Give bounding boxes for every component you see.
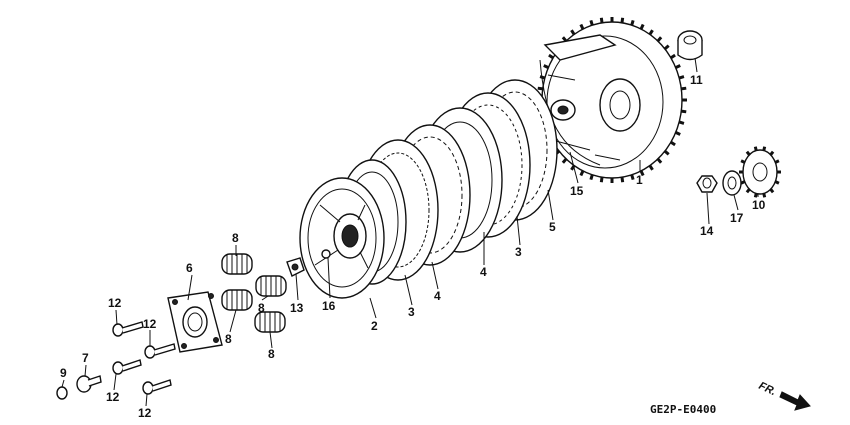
gear-tooth — [648, 164, 654, 171]
gear-tooth — [769, 188, 775, 194]
washer-bolt — [76, 375, 102, 393]
gear-tooth — [745, 150, 751, 156]
gear-tooth — [639, 23, 645, 30]
bolt — [144, 343, 176, 359]
gear-tooth — [539, 75, 546, 80]
gear-tooth — [599, 17, 604, 24]
callout-labels: 1 2 3 3 4 4 5 6 7 8 8 8 8 9 10 11 12 12 … — [60, 73, 766, 420]
collar — [677, 30, 703, 61]
lock-nut — [696, 175, 718, 193]
gear-tooth — [670, 53, 676, 60]
gear-tooth — [589, 174, 594, 181]
callout-13: 13 — [290, 301, 304, 315]
callout-16: 16 — [322, 299, 336, 313]
gear-tooth — [678, 120, 685, 125]
gear-tooth — [639, 170, 645, 177]
gear-tooth — [579, 23, 585, 30]
gear-tooth — [630, 19, 635, 26]
gear-tooth — [753, 193, 758, 198]
gear-tooth — [579, 170, 585, 177]
gear-tooth — [762, 146, 767, 151]
callout-12: 12 — [108, 296, 122, 310]
callout-1: 1 — [636, 173, 643, 187]
diagram-code: GE2P-E0400 — [650, 403, 716, 416]
gear-tooth — [681, 86, 687, 91]
direction-label: FR. — [757, 380, 778, 398]
gear-tooth — [548, 53, 554, 60]
gear-tooth — [620, 176, 625, 183]
gear-tooth — [663, 149, 670, 156]
gear-tooth — [769, 150, 775, 156]
callout-11: 11 — [690, 73, 703, 87]
callout-6: 6 — [186, 261, 193, 275]
gear-tooth — [774, 159, 780, 164]
gear-tooth — [670, 140, 676, 147]
washer — [722, 170, 742, 196]
callout-7: 7 — [82, 351, 89, 365]
gear-tooth — [543, 64, 549, 69]
callout-12: 12 — [143, 317, 157, 331]
gear-tooth — [681, 109, 687, 114]
callout-2: 2 — [371, 319, 378, 333]
gear-tooth — [599, 176, 604, 183]
gear-tooth — [561, 36, 568, 43]
clutch-spring — [255, 275, 287, 297]
gear-tooth — [648, 29, 654, 36]
callout-12: 12 — [106, 390, 120, 404]
callout-5: 5 — [549, 220, 556, 234]
gear-tooth — [762, 193, 767, 198]
pressure-plate — [299, 177, 385, 299]
gear-tooth — [675, 131, 681, 136]
callout-15: 15 — [570, 184, 584, 198]
callout-4: 4 — [480, 265, 487, 279]
clutch-spring — [254, 311, 286, 333]
bolt — [112, 321, 144, 337]
gear-tooth — [663, 44, 670, 51]
callout-10: 10 — [752, 198, 766, 212]
callout-12: 12 — [138, 406, 152, 420]
callout-8: 8 — [225, 332, 232, 346]
clutch-outer — [537, 17, 687, 183]
callout-8: 8 — [258, 301, 265, 315]
arrow-icon — [779, 391, 811, 411]
gear-tooth — [620, 17, 625, 24]
callout-4: 4 — [434, 289, 441, 303]
callout-17: 17 — [730, 211, 744, 225]
lifter-piece — [286, 257, 305, 277]
gear-tooth — [656, 157, 663, 164]
gear-tooth — [656, 36, 663, 43]
callout-9: 9 — [60, 366, 67, 380]
gear-tooth — [589, 19, 594, 26]
gear-tooth — [630, 174, 635, 181]
gear-tooth — [570, 29, 576, 36]
leader-lines — [61, 57, 759, 407]
gear-tooth — [753, 146, 758, 151]
front-direction-arrow: FR. — [757, 380, 811, 411]
clutch-spring — [221, 253, 253, 275]
gear-tooth — [774, 180, 780, 185]
gear-tooth — [740, 159, 746, 164]
drive-gear — [739, 146, 781, 198]
gear-tooth — [675, 64, 681, 69]
callout-8: 8 — [232, 231, 239, 245]
bolt — [142, 379, 172, 395]
lifter-plate — [167, 291, 223, 353]
bolt — [112, 359, 142, 375]
callout-8: 8 — [268, 347, 275, 361]
gear-tooth — [745, 188, 751, 194]
callout-3: 3 — [408, 305, 415, 319]
gear-tooth — [561, 157, 568, 164]
gear-tooth — [678, 75, 685, 80]
clutch-spring — [221, 289, 253, 311]
callout-3: 3 — [515, 245, 522, 259]
gear-tooth — [537, 86, 543, 91]
cap-nut — [56, 386, 68, 400]
callout-14: 14 — [700, 224, 714, 238]
